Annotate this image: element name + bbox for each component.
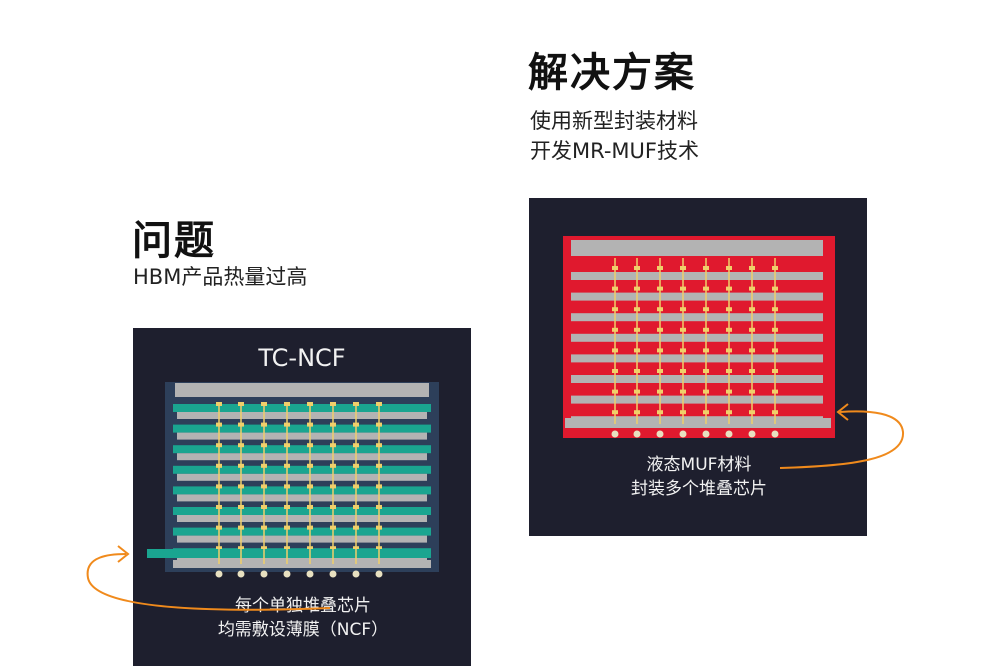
bump [284, 402, 290, 406]
die-layer [177, 535, 427, 543]
die-layer [571, 395, 823, 404]
die-layer [571, 333, 823, 342]
top-die [571, 240, 823, 256]
solder-ball [352, 570, 360, 578]
solder-ball [725, 430, 733, 438]
tc-ncf-stack-diagram [147, 382, 439, 578]
ncf-film-layer [173, 507, 431, 515]
mr-muf-caption-2: 封装多个堆叠芯片 [631, 479, 767, 499]
solution-title: 解决方案 [528, 50, 696, 96]
solder-ball [306, 570, 314, 578]
ncf-film-layer [173, 486, 431, 495]
tc-ncf-caption-2: 均需敷设薄膜（NCF） [217, 620, 389, 640]
problem-subtitle: HBM产品热量过高 [133, 265, 308, 289]
solder-ball [771, 430, 779, 438]
solder-ball [329, 570, 337, 578]
problem-title: 问题 [132, 218, 216, 264]
die-layer [571, 375, 823, 383]
base-die [173, 560, 431, 568]
die-layer [571, 292, 823, 301]
extended-ncf-film [147, 549, 431, 558]
ncf-film-layer [173, 465, 431, 474]
die-layer [177, 515, 427, 522]
die-layer [177, 432, 427, 440]
base-die [565, 418, 831, 428]
die-layer [571, 354, 823, 363]
mr-muf-panel: 液态MUF材料 封装多个堆叠芯片 [529, 198, 867, 536]
solder-ball [283, 570, 291, 578]
ncf-film-layer [173, 527, 431, 536]
die-layer [177, 494, 427, 502]
solder-ball [611, 430, 619, 438]
bump [261, 402, 267, 406]
die-layer [177, 453, 427, 461]
bump [353, 402, 359, 406]
solder-ball [260, 570, 268, 578]
solder-ball [375, 570, 383, 578]
solder-ball [702, 430, 710, 438]
bump [330, 402, 336, 406]
bump [307, 402, 313, 406]
ncf-film-layer [173, 445, 431, 454]
mr-muf-stack-diagram [563, 236, 835, 438]
solution-line-1: 使用新型封装材料 [530, 109, 698, 133]
bump [238, 402, 244, 406]
die-layer [571, 272, 823, 280]
solution-line-2: 开发MR-MUF技术 [530, 139, 700, 163]
left-arrow-head [117, 545, 130, 563]
die-layer [177, 473, 427, 481]
solder-ball [656, 430, 664, 438]
solder-ball [633, 430, 641, 438]
ncf-film-layer [173, 404, 431, 412]
bump [216, 402, 222, 406]
die-layer [571, 313, 823, 322]
bump [376, 402, 382, 406]
solder-ball [237, 570, 245, 578]
solder-ball [679, 430, 687, 438]
ncf-film-layer [173, 424, 431, 433]
solder-ball [215, 570, 223, 578]
mr-muf-caption-1: 液态MUF材料 [646, 455, 752, 475]
tc-ncf-panel: TC-NCF 每个单独堆叠芯片 均需敷设薄膜（NCF） [133, 328, 471, 666]
tc-ncf-caption-1: 每个单独堆叠芯片 [235, 596, 371, 616]
die-layer [177, 412, 427, 419]
tc-ncf-label: TC-NCF [258, 344, 346, 372]
top-die [175, 383, 429, 397]
solder-ball [748, 430, 756, 438]
